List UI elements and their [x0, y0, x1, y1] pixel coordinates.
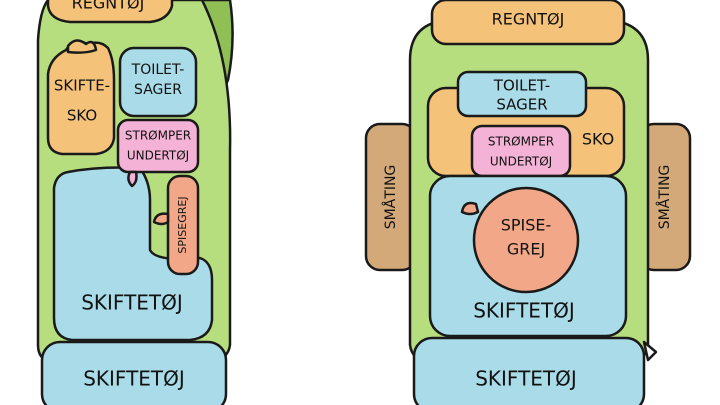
right-left-side-label: SMÅTING: [382, 165, 399, 230]
left-main-label: SKIFTETØJ: [81, 291, 183, 315]
right-pack-zipper-pull: [642, 340, 658, 362]
right-pack-bottom-compartment: [412, 336, 646, 405]
right-main-label: SKIFTETØJ: [473, 299, 575, 323]
left-shoes-label-2: SKO: [67, 107, 97, 125]
left-toiletries-label-1: TOILET-: [131, 62, 185, 78]
left-pack-cutlery-bag: [166, 174, 200, 276]
right-backpack: REGNTØJ TOILET- SAGER STRØMPER UNDERTØJ …: [364, 0, 692, 405]
left-cutlery-label: SPISEGREJ: [176, 196, 189, 253]
left-shoes-label-1: SKIFTE-: [54, 77, 110, 95]
right-cutlery-label-1: SPISE-: [501, 216, 552, 235]
left-pack-shoes-bag: [46, 40, 116, 156]
right-shoes-label: SKO: [582, 130, 614, 149]
left-socks-label-2: UNDERTØJ: [127, 149, 189, 163]
right-right-side-label: SMÅTING: [656, 165, 673, 230]
right-pack-cutlery-bag: [472, 186, 580, 294]
right-pack-top-pocket: [430, 0, 626, 46]
right-socks-label-2: UNDERTØJ: [490, 155, 552, 169]
left-top-pocket-label: REGNTØJ: [72, 0, 145, 13]
right-pack-cutlery-bag-tie: [460, 201, 480, 216]
right-pack-toiletries-bag: [456, 70, 588, 118]
left-pack-shoes-bag-knot: [66, 39, 98, 54]
right-socks-label-1: STRØMPER: [488, 135, 554, 149]
right-top-pocket-label: REGNTØJ: [492, 10, 565, 29]
right-toiletries-label-1: TOILET-: [493, 77, 550, 95]
left-pack-cutlery-bag-tie: [152, 212, 170, 226]
left-socks-label-1: STRØMPER: [125, 129, 191, 143]
left-pack-socks-bag-tie: [127, 170, 138, 188]
left-backpack: REGNTØJ SKIFTE- SKO TOILET- SAGER STRØMP…: [36, 0, 234, 405]
left-pack-socks-bag: [116, 118, 200, 174]
left-bottom-label: SKIFTETØJ: [83, 367, 185, 391]
left-pack-bottom-compartment: [40, 340, 228, 405]
right-bottom-label: SKIFTETØJ: [475, 367, 577, 391]
left-pack-top-pocket: [46, 0, 174, 24]
right-pack-socks-bag: [470, 124, 572, 178]
right-cutlery-label-2: GREJ: [507, 240, 545, 259]
right-toiletries-label-2: SAGER: [496, 96, 547, 114]
left-pack-toiletries-bag: [118, 46, 198, 118]
left-toiletries-label-2: SAGER: [134, 82, 182, 98]
